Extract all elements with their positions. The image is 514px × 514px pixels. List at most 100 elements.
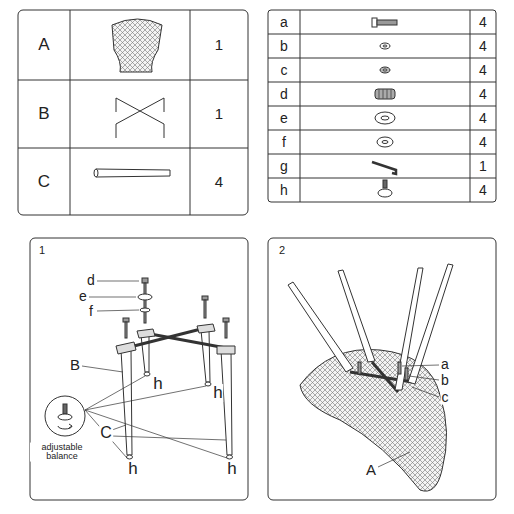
quantity: 4 bbox=[478, 39, 488, 54]
drawing-stroke bbox=[375, 112, 395, 124]
drawing-stroke bbox=[380, 43, 390, 49]
step-panel bbox=[268, 238, 496, 500]
leader-line bbox=[378, 365, 439, 467]
drawing-stroke bbox=[383, 45, 387, 47]
drawing-stroke bbox=[202, 296, 208, 300]
drawing-stroke bbox=[145, 333, 226, 348]
drawing-stroke bbox=[268, 178, 496, 179]
sleeve-icon bbox=[375, 89, 395, 99]
part-letter: b bbox=[279, 39, 289, 54]
drawing-stroke bbox=[217, 346, 235, 354]
drawing-stroke bbox=[221, 350, 232, 455]
quantity: 4 bbox=[214, 174, 224, 190]
drawing-stroke bbox=[164, 98, 165, 112]
drawing-stroke bbox=[89, 297, 136, 298]
callout-letter: h bbox=[127, 460, 138, 478]
step-number: 1 bbox=[38, 245, 46, 257]
callout-letter: e bbox=[78, 289, 88, 304]
drawing-stroke bbox=[144, 283, 146, 323]
callout-letter: A bbox=[365, 462, 377, 478]
seat-shell bbox=[300, 349, 447, 491]
quantity: 4 bbox=[478, 183, 488, 198]
drawing-stroke bbox=[112, 425, 126, 430]
panel-frames bbox=[18, 10, 496, 500]
part-letter: g bbox=[279, 159, 289, 174]
step2-figure bbox=[288, 264, 453, 491]
drawing-stroke bbox=[85, 376, 145, 410]
hex-key bbox=[372, 162, 396, 174]
part-letter: e bbox=[279, 111, 289, 126]
drawing-stroke bbox=[201, 330, 210, 382]
drawing-stroke bbox=[268, 34, 496, 35]
quantity: 1 bbox=[214, 37, 224, 53]
detail-glide bbox=[58, 404, 72, 429]
large-washer-icon bbox=[375, 112, 395, 124]
callout-letter: B bbox=[69, 357, 81, 373]
drawing-stroke bbox=[116, 342, 136, 354]
drawing-stroke bbox=[82, 366, 123, 372]
drawing-stroke bbox=[268, 106, 496, 107]
foot-glide bbox=[378, 180, 392, 197]
detail-circle bbox=[45, 396, 85, 436]
drawing-stroke bbox=[97, 310, 139, 311]
step-panel bbox=[30, 238, 248, 500]
quantity: 4 bbox=[478, 63, 488, 78]
part-letter: d bbox=[279, 87, 289, 102]
drawing-stroke bbox=[97, 281, 139, 282]
callout-letter: h bbox=[226, 460, 237, 478]
washer-icon bbox=[380, 43, 390, 49]
drawing-stroke bbox=[338, 270, 375, 362]
drawing-stroke bbox=[127, 455, 133, 459]
drawing-stroke bbox=[383, 180, 387, 188]
drawing-stroke bbox=[116, 98, 117, 112]
drawing-stroke bbox=[409, 376, 439, 380]
leg bbox=[121, 330, 232, 455]
callout-letter: C bbox=[99, 425, 113, 442]
seat-shell bbox=[112, 19, 162, 72]
drawing-stroke bbox=[116, 98, 164, 124]
drawing-stroke bbox=[197, 324, 215, 333]
drawing-stroke bbox=[402, 365, 439, 366]
drawing-stroke bbox=[69, 424, 72, 428]
drawing-stroke bbox=[405, 368, 408, 380]
drawing-stroke bbox=[223, 318, 229, 322]
drawing-stroke bbox=[372, 18, 377, 27]
part-letter: c bbox=[280, 63, 289, 78]
drawing-stroke bbox=[141, 335, 149, 372]
callout-letter: b bbox=[440, 373, 450, 388]
caption-note: adjustable balance bbox=[30, 443, 94, 462]
drawing-stroke bbox=[268, 82, 496, 83]
drawing-stroke bbox=[382, 141, 388, 144]
leg bbox=[288, 264, 453, 390]
spring-washer-icon bbox=[380, 67, 390, 73]
leg bbox=[94, 169, 170, 177]
quantity: 4 bbox=[478, 111, 488, 126]
callout-letter: h bbox=[152, 375, 163, 393]
hardware-table bbox=[268, 10, 496, 202]
part-letter: B bbox=[37, 105, 50, 123]
drawing-stroke bbox=[123, 318, 129, 322]
drawing-stroke bbox=[268, 130, 496, 131]
drawing-stroke bbox=[380, 67, 390, 73]
foot-glide bbox=[127, 372, 233, 459]
drawing-stroke bbox=[383, 69, 387, 71]
quantity: 1 bbox=[478, 159, 488, 174]
screw bbox=[358, 362, 408, 380]
quantity: 4 bbox=[478, 15, 488, 30]
drawing-stroke bbox=[94, 169, 98, 177]
quantity: 1 bbox=[214, 106, 224, 122]
callout-letter: c bbox=[441, 390, 450, 405]
drawing-stroke bbox=[70, 10, 71, 215]
drawing-stroke bbox=[85, 410, 227, 458]
drawing-stroke bbox=[375, 89, 395, 99]
drawing-stroke bbox=[398, 362, 401, 374]
part-letter: C bbox=[37, 173, 51, 191]
drawing-stroke bbox=[225, 322, 227, 338]
drawing-stroke bbox=[205, 382, 211, 386]
drawing-stroke bbox=[18, 148, 248, 149]
drawing-stroke bbox=[204, 300, 206, 318]
parts-table bbox=[18, 10, 248, 215]
